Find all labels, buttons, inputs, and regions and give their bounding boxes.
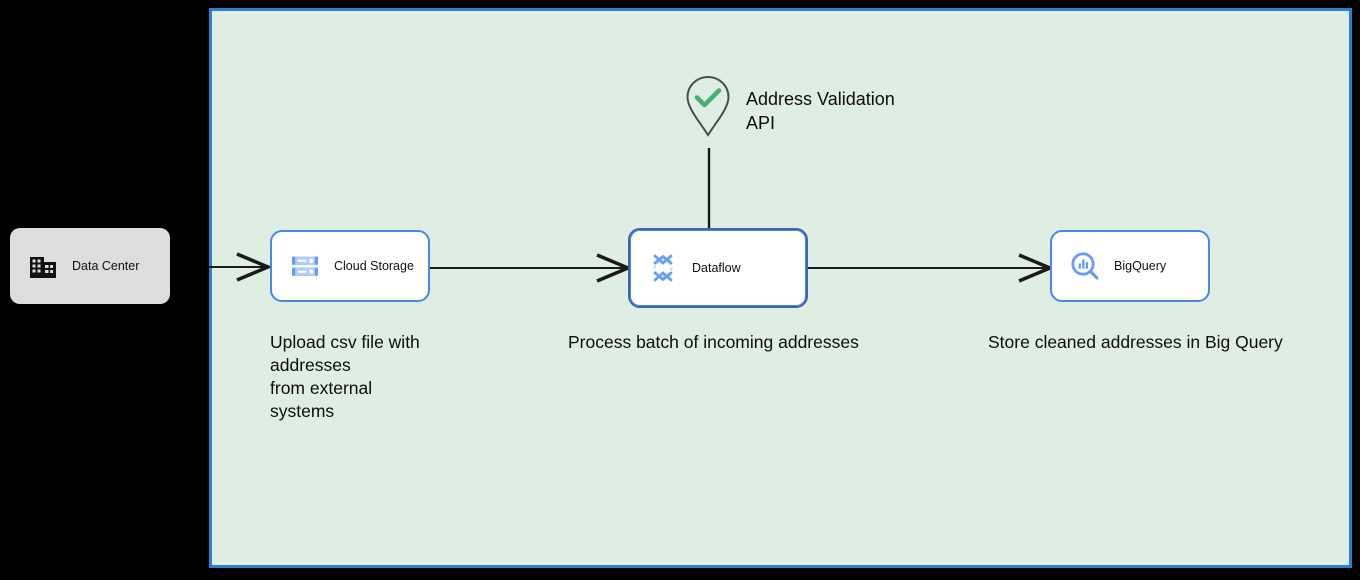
map-pin-check-icon xyxy=(682,74,734,138)
cloud-storage-icon xyxy=(290,251,320,281)
caption-cloud-storage: Upload csv file with addresses from exte… xyxy=(270,332,420,422)
node-cloud-storage-label: Cloud Storage xyxy=(334,259,414,273)
node-bigquery[interactable]: BigQuery xyxy=(1050,230,1210,302)
caption-bigquery: Store cleaned addresses in Big Query xyxy=(988,332,1283,352)
node-dataflow[interactable]: Dataflow xyxy=(628,228,808,308)
node-bigquery-label: BigQuery xyxy=(1114,259,1167,273)
address-validation-api-label: Address Validation API xyxy=(746,89,895,133)
caption-dataflow: Process batch of incoming addresses xyxy=(568,332,859,352)
node-dataflow-label: Dataflow xyxy=(692,261,741,275)
bigquery-icon xyxy=(1070,251,1100,281)
data-center-label: Data Center xyxy=(72,258,140,273)
dataflow-icon xyxy=(648,253,678,283)
node-address-validation-api[interactable]: Address Validation API xyxy=(682,74,982,154)
node-data-center[interactable]: Data Center xyxy=(10,228,170,304)
node-cloud-storage[interactable]: Cloud Storage xyxy=(270,230,430,302)
data-center-icon xyxy=(28,251,58,281)
